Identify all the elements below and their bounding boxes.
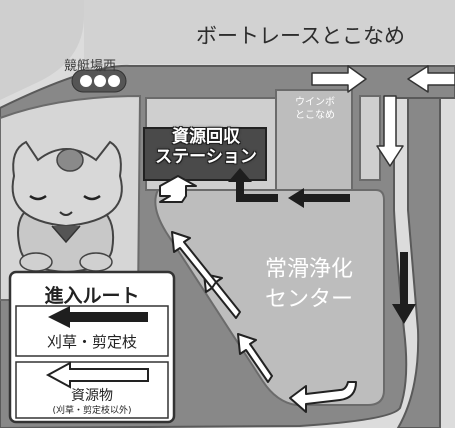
legend-route2-note: (刈草・剪定枝以外) bbox=[52, 406, 132, 416]
legend-route1-label: 刈草・剪定枝 bbox=[46, 333, 137, 351]
white-arrow-diagonal-icon-2 bbox=[171, 231, 217, 289]
station-label-line2: ステーション bbox=[155, 147, 257, 167]
white-arrow-right-icon bbox=[311, 65, 367, 93]
bus-stop-sign bbox=[71, 69, 127, 93]
white-arrows bbox=[311, 65, 455, 167]
bus-stop-label: 競艇場西 bbox=[64, 59, 117, 74]
store-label-line2: とこなめ bbox=[295, 110, 335, 121]
legend-white-arrow-icon bbox=[45, 361, 149, 389]
dark-arrow-down-icon bbox=[392, 252, 416, 324]
plant-label-line2: センター bbox=[264, 287, 353, 312]
legend-title: 進入ルート bbox=[44, 285, 140, 307]
dark-arrow-up-icon bbox=[228, 168, 252, 182]
road-name-label: ボートレースとこなめ bbox=[196, 24, 405, 48]
white-arrow-down-icon bbox=[376, 95, 404, 167]
plant-area bbox=[154, 189, 385, 406]
median-strip bbox=[359, 95, 381, 181]
plant-label-line1: 常滑浄化 bbox=[264, 257, 353, 282]
dark-arrow-turn-up-icon bbox=[236, 176, 278, 202]
east-road bbox=[396, 97, 441, 428]
plant-label: 常滑浄化 センター bbox=[240, 255, 378, 315]
station-label: 資源回収 ステーション bbox=[148, 127, 264, 167]
store-building bbox=[275, 89, 353, 191]
station-label-line1: 資源回収 bbox=[172, 127, 240, 147]
cat-mascot-icon bbox=[11, 140, 123, 274]
white-arrow-turn-icon bbox=[159, 175, 197, 203]
legend bbox=[8, 270, 176, 424]
store-label: ウインボ とこなめ bbox=[278, 96, 352, 122]
legend-dark-arrow-icon bbox=[48, 306, 148, 328]
white-arrow-diagonal-icon-3 bbox=[237, 333, 273, 383]
corner-area bbox=[0, 0, 84, 100]
legend-route2-label: 資源物 bbox=[71, 388, 113, 404]
curved-route-arrows bbox=[159, 175, 357, 413]
station-box bbox=[143, 127, 267, 181]
dark-arrow-left-icon bbox=[288, 188, 350, 208]
north-area bbox=[84, 0, 455, 64]
white-arrow-curve-icon bbox=[289, 381, 357, 413]
dark-route-arrows bbox=[228, 168, 416, 324]
white-arrow-left-icon bbox=[407, 65, 455, 93]
store-label-line1: ウインボ bbox=[295, 97, 335, 108]
